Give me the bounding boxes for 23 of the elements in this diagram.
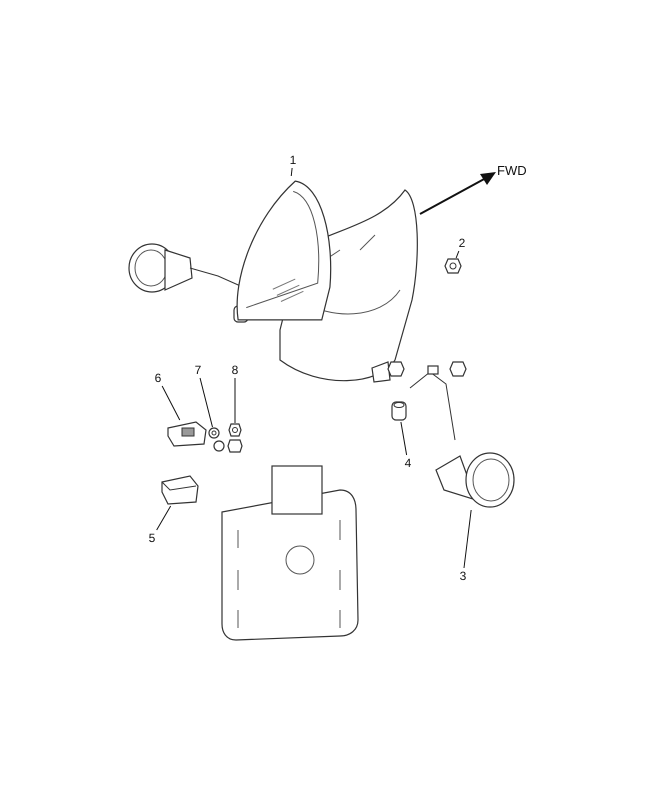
callout-number: 7 bbox=[191, 362, 205, 378]
direction-label: FWD bbox=[497, 163, 527, 178]
leader-line bbox=[464, 510, 472, 568]
leader-line bbox=[456, 250, 460, 258]
callout-number: 8 bbox=[228, 362, 242, 378]
leader-line bbox=[200, 378, 213, 428]
callout-number: 5 bbox=[145, 530, 159, 546]
washer-drawing bbox=[208, 427, 220, 439]
leader-line bbox=[234, 378, 236, 424]
leader-line bbox=[290, 168, 293, 176]
callout-number: 1 bbox=[286, 152, 300, 168]
lens-drawing bbox=[160, 474, 200, 506]
callout-number: 3 bbox=[456, 568, 470, 584]
nut-drawing bbox=[228, 423, 242, 437]
leader-line bbox=[156, 506, 172, 530]
leader-line bbox=[400, 422, 408, 456]
nut-drawing bbox=[444, 258, 462, 274]
callout-number: 4 bbox=[401, 455, 415, 471]
spacer-drawing bbox=[390, 400, 408, 422]
license-lamp-drawing bbox=[166, 420, 208, 448]
leader-line bbox=[162, 386, 180, 420]
callout-number: 6 bbox=[151, 370, 165, 386]
callout-number: 2 bbox=[455, 235, 469, 251]
